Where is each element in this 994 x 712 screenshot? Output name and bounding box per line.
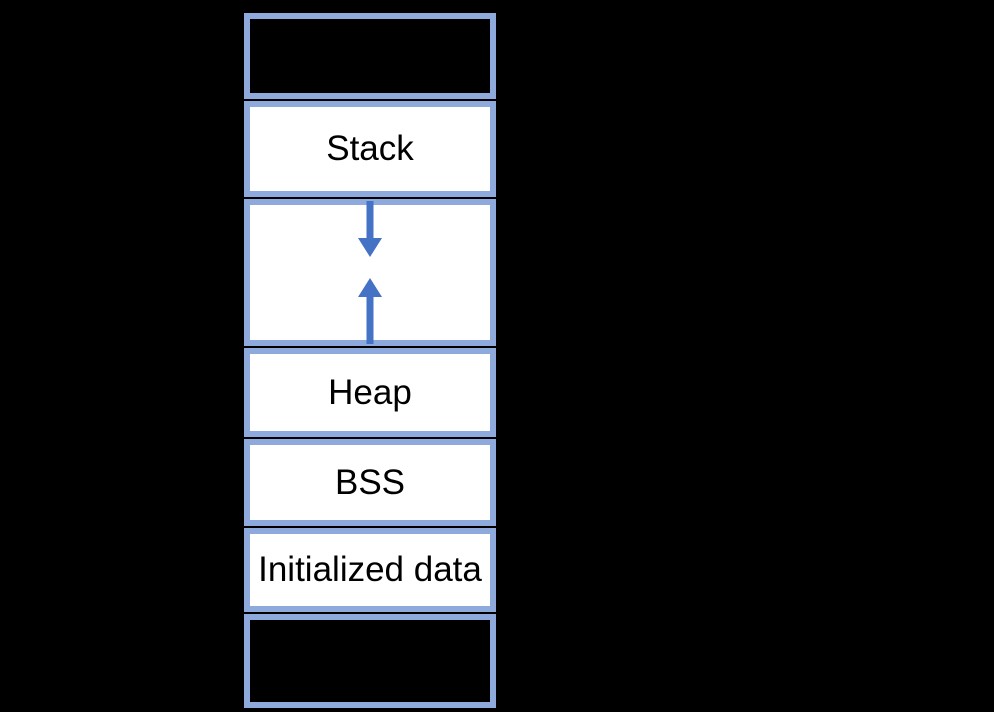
segment-bss-label: BSS: [334, 462, 406, 502]
segment-heap-label: Heap: [328, 372, 412, 412]
heap-grows-up-arrow-icon: [358, 278, 382, 344]
segment-initialized-data-label: Initialized data: [258, 550, 482, 589]
segment-stack: Stack: [244, 101, 496, 197]
segment-stack-label: Stack: [326, 129, 414, 168]
segment-growth-gap: [244, 199, 496, 346]
segment-initialized-data: Initialized data: [244, 528, 496, 612]
segment-bss: BSS: [244, 439, 496, 526]
stack-grows-down-arrow-icon: [358, 201, 382, 257]
segment-top-filled: [244, 13, 496, 99]
memory-layout-diagram: Stack Heap BSS Initialized data: [244, 13, 496, 708]
segment-heap: Heap: [244, 348, 496, 437]
segment-bottom-filled: [244, 614, 496, 708]
